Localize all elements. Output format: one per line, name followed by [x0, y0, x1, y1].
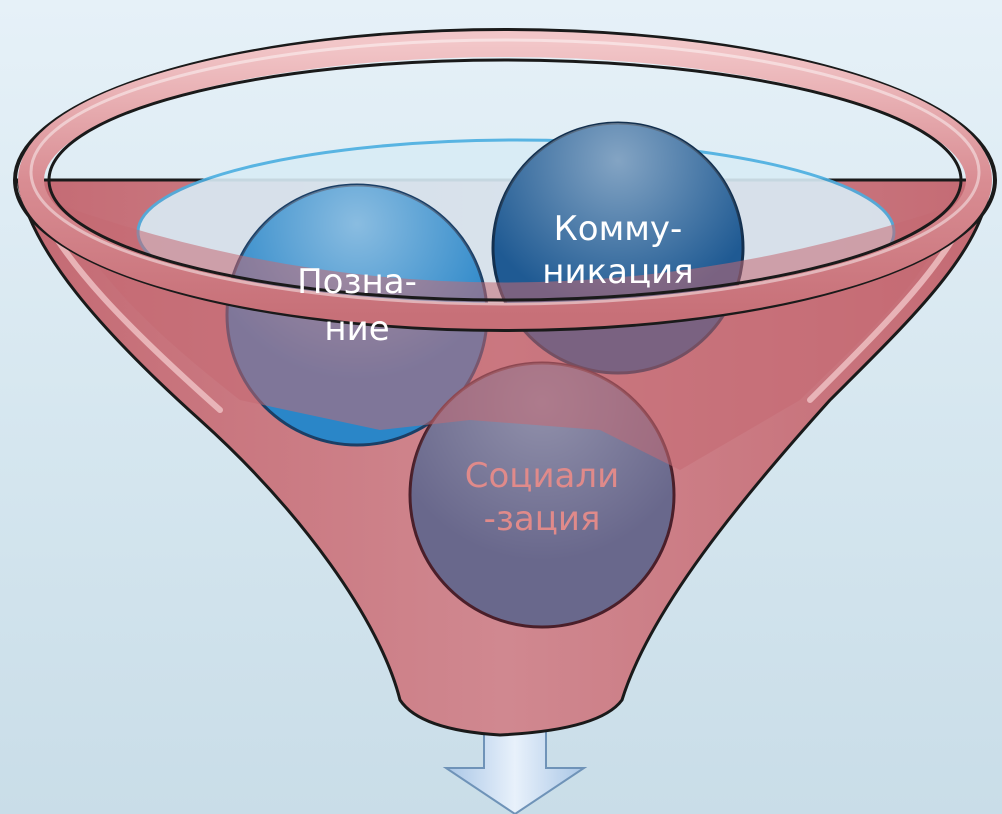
- label-poznanie-line2: ние: [324, 309, 389, 349]
- funnel-front-overlay: [60, 205, 955, 470]
- label-poznanie-line1: Позна-: [297, 262, 417, 302]
- label-socializaciya-line1: Социали: [465, 456, 619, 496]
- label-socializaciya-line2: -зация: [484, 499, 601, 539]
- funnel-rim: [13, 28, 997, 332]
- label-kommunikaciya-line1: Комму-: [554, 209, 683, 249]
- label-kommunikaciya-line2: никация: [542, 252, 693, 292]
